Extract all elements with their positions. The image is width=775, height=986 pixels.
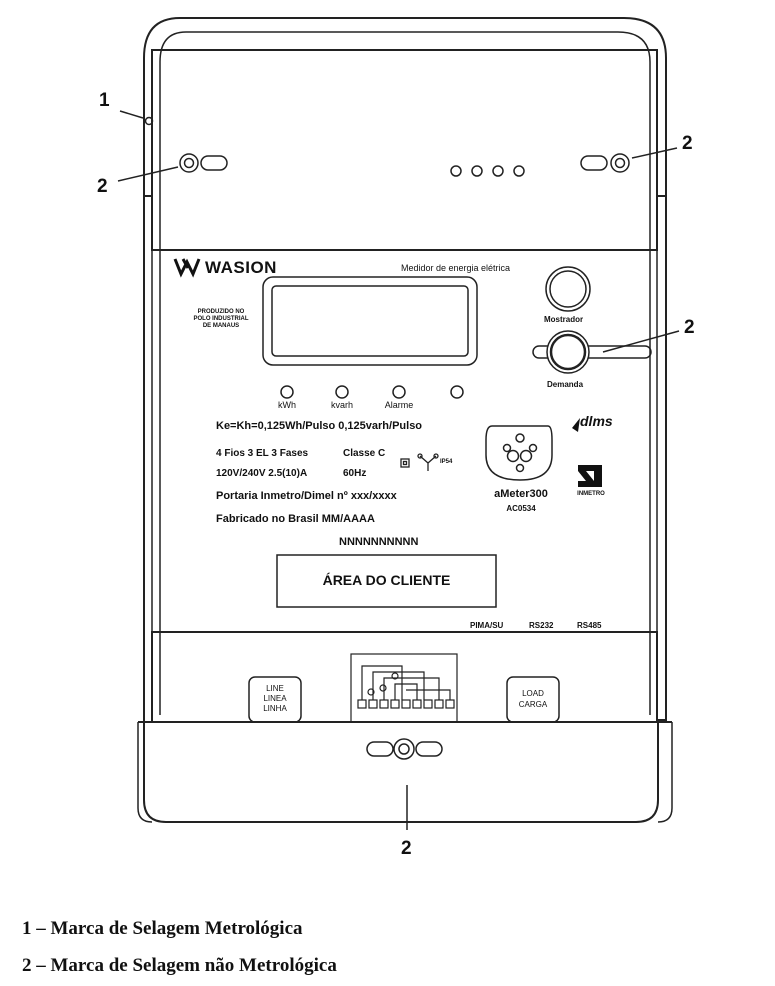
inmetro-label: INMETRO [577,491,605,497]
made-in: Fabricado no Brasil MM/AAAA [216,513,375,525]
callout-1: 1 [99,90,110,111]
ip-rating: IP54 [440,459,453,465]
meter-constant: Ke=Kh=0,125Wh/Pulso 0,125varh/Pulso [216,420,423,432]
accuracy-class: Classe C [343,448,386,459]
meter-housing-inner [159,31,651,715]
port-rs485: RS485 [577,621,602,630]
dlms-logo-icon [572,418,580,432]
led-label-kwh: kWh [278,400,296,410]
metrological-seal-mark [144,116,154,126]
demand-button [532,330,652,374]
top-cover [151,49,658,251]
line-terminal-box [248,676,302,723]
line-terminal-label: LINE LINEA LINHA [263,684,287,713]
seal-screw-top-right [580,153,630,173]
lcd-display [262,276,478,366]
serial-number: NNNNNNNNNN [339,536,419,548]
dlms-label: dlms [580,413,613,429]
port-rs232: RS232 [529,621,554,630]
legend-item-2: 2 – Marca de Selagem não Metrológica [22,955,337,976]
portaria: Portaria Inmetro/Dimel nº xxx/xxxx [216,490,397,502]
class-symbols [400,453,439,471]
indicator-leds [280,385,464,399]
inmetro-logo-icon [578,465,602,487]
display-button [545,266,591,312]
callout-leaders [117,110,680,830]
callout-2-bottom: 2 [401,838,412,859]
model-name: aMeter300 [494,488,548,500]
load-terminal-label: LOAD CARGA [518,689,548,709]
wiring-diagram [350,653,458,723]
model-code: AC0534 [506,504,536,513]
demand-button-label: Demanda [547,380,584,389]
legend-item-1: 1 – Marca de Selagem Metrológica [22,918,303,939]
cover-holes [450,165,525,177]
seal-screw-bottom [366,738,443,760]
seal-screw-top-left [179,153,228,173]
voltage-current: 120V/240V 2.5(10)A [216,468,308,479]
load-terminal-box [506,676,560,723]
brand-name: WASION [205,258,277,277]
led-label-kvarh: kvarh [330,400,353,410]
customer-area-box [276,554,497,608]
callout-2-top-right: 2 [682,133,693,154]
display-button-label: Mostrador [544,315,584,324]
callout-2-demand: 2 [684,317,695,338]
optical-port [485,425,553,481]
port-pima: PIMA/SU [470,621,504,630]
origin-note: PRODUZIDO NO POLO INDUSTRIAL DE MANAUS [193,309,249,329]
callout-2-top-left: 2 [97,176,108,197]
brand-tagline: Medidor de energia elétrica [401,263,511,273]
meter-housing-outer [143,17,667,823]
frequency: 60Hz [343,468,367,479]
wiring-config: 4 Fios 3 EL 3 Fases [216,448,309,459]
led-label-alarm: Alarme [384,400,414,410]
wasion-logo-icon [173,258,201,278]
customer-area-label: ÁREA DO CLIENTE [322,572,451,588]
